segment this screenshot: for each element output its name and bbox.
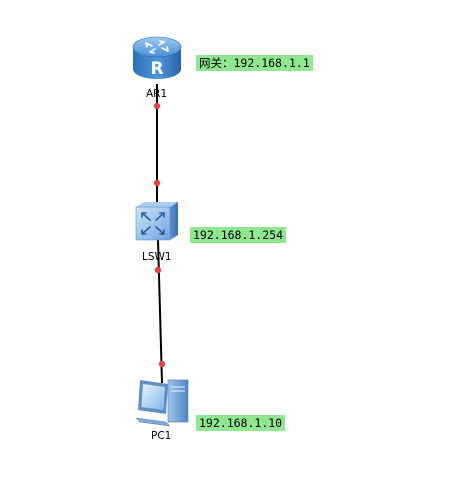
- switch-name: LSW1: [142, 251, 172, 263]
- switch-ip-label: 192.168.1.254: [190, 227, 287, 243]
- port-dot-pc1: [158, 360, 166, 368]
- pc-name: PC1: [151, 430, 172, 442]
- port-dot-lsw1-down: [154, 266, 162, 274]
- pc-ip-label: 192.168.1.10: [196, 415, 286, 431]
- svg-text:R: R: [150, 59, 163, 79]
- router-icon[interactable]: R: [132, 36, 182, 79]
- link-lsw1-pc1[interactable]: [157, 239, 163, 384]
- router-name: AR1: [146, 88, 168, 100]
- router-ip-label: 网关：192.168.1.1: [196, 55, 313, 71]
- pc-icon[interactable]: [135, 379, 189, 427]
- switch-icon[interactable]: [135, 202, 178, 241]
- port-dot-lsw1-up: [153, 179, 161, 187]
- port-dot-ar1: [153, 102, 161, 110]
